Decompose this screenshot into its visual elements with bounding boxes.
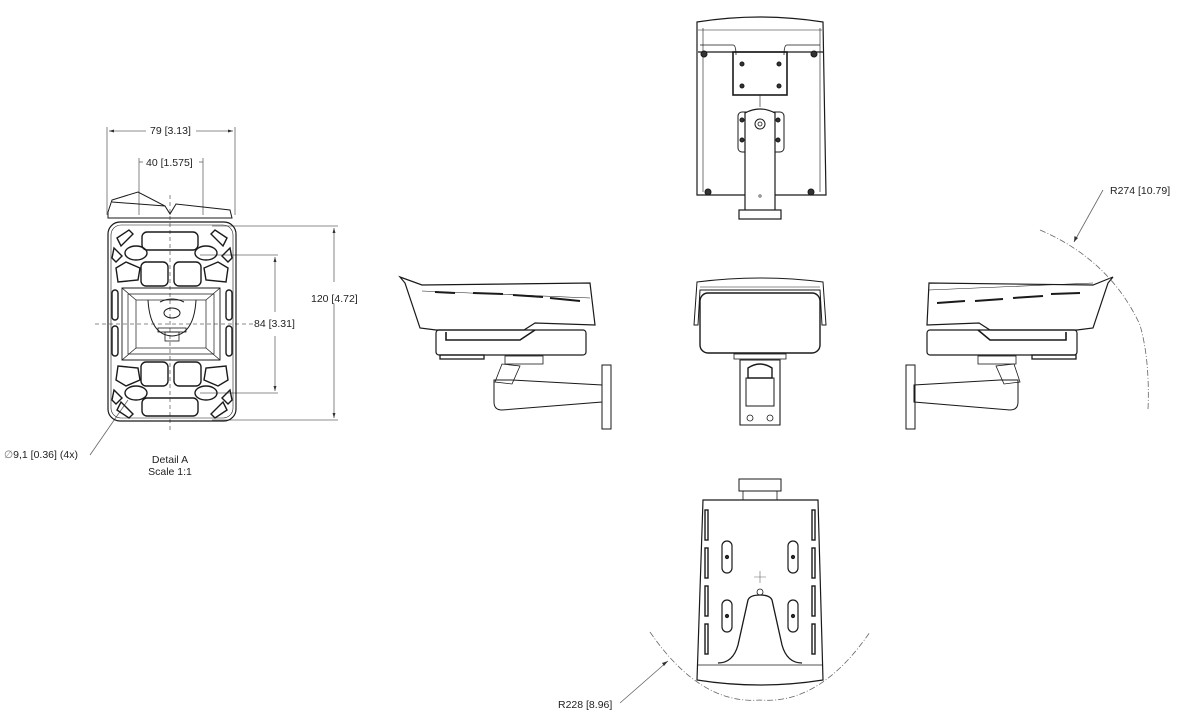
hole-callout: ∅9,1 [0.36] (4x) [4,449,78,461]
detail-a-mounting-plate [89,127,338,456]
dim-width-overall: 79 [3.13] [150,125,191,137]
diameter-icon: ∅ [4,449,14,461]
bottom-view [619,478,871,704]
dim-height-overall: 120 [4.72] [311,293,358,305]
radius-side-sweep: R274 [10.79] [1110,185,1171,197]
top-view [696,16,827,220]
side-view-right [905,189,1149,430]
front-view [693,277,827,426]
dim-hole-spacing-height: 84 [3.31] [254,318,295,330]
detail-caption: Detail A Scale 1:1 [140,454,200,478]
radius-bottom-sweep: R228 [8.96] [558,699,613,711]
detail-title: Detail A [151,454,189,466]
dim-hole-spacing-width: 40 [1.575] [146,157,193,169]
side-view-left [398,275,612,430]
detail-scale: Scale 1:1 [148,466,192,478]
